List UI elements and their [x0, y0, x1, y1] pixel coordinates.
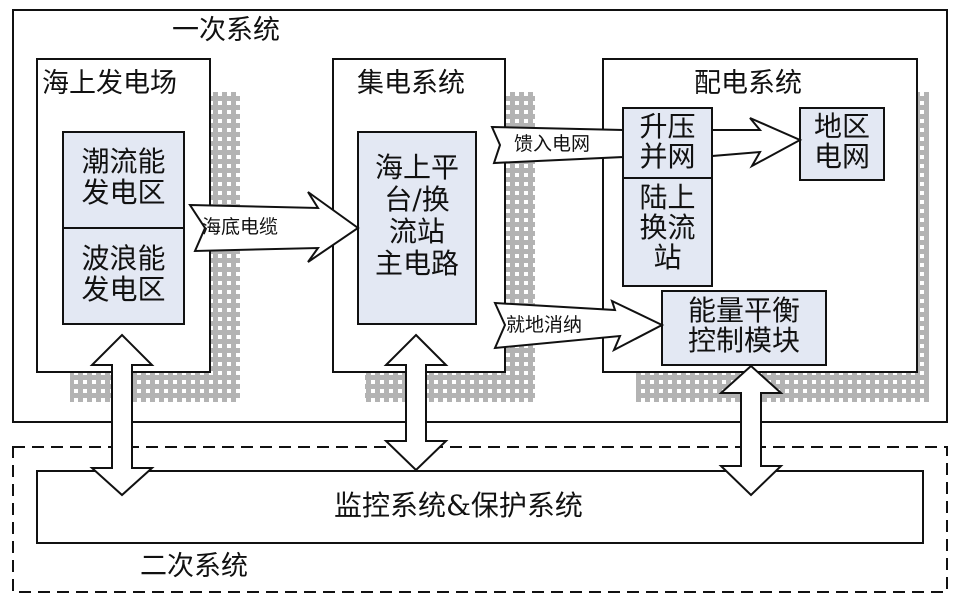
offshore-farm-shadow — [70, 92, 240, 402]
collection-shadow — [365, 92, 535, 402]
local-consumption-label: 就地消纳 — [506, 314, 583, 336]
monitoring-label: 监控系统&保护系统 — [334, 489, 583, 522]
energy-balance-label: 能量平衡 控制模块 — [687, 294, 800, 358]
main-circuit-label: 海上平 台/换 流站 主电路 — [374, 151, 459, 280]
wave-zone-box — [62, 227, 185, 325]
secondary-system-label: 二次系统 — [140, 551, 248, 582]
onshore-converter-label: 陆上 换流 站 — [639, 181, 696, 275]
regional-grid-label: 地区 电网 — [813, 110, 870, 174]
onshore-converter-box — [622, 177, 713, 287]
collection-system-title: 集电系统 — [357, 68, 465, 99]
regional-grid-box — [799, 107, 885, 181]
energy-balance-box — [661, 290, 827, 366]
wave-zone-label: 波浪能 发电区 — [81, 242, 166, 307]
distribution-system-title: 配电系统 — [694, 68, 802, 99]
to-regional-grid-arrow — [711, 117, 803, 169]
step-up-label: 升压 并网 — [639, 110, 696, 174]
energy-monitor-arrow — [718, 364, 784, 497]
farm-monitor-arrow — [89, 333, 155, 497]
monitoring-box — [36, 470, 924, 544]
submarine-cable-arrow — [188, 191, 360, 263]
primary-system-label: 一次系统 — [172, 15, 280, 46]
feed-grid-arrow — [490, 125, 624, 165]
secondary-system-box — [12, 446, 948, 593]
submarine-cable-label: 海底电缆 — [202, 216, 279, 238]
local-consumption-arrow — [493, 299, 665, 353]
offshore-farm-title: 海上发电场 — [42, 68, 177, 99]
feed-grid-label: 馈入电网 — [514, 133, 591, 155]
tidal-zone-label: 潮流能 发电区 — [81, 145, 166, 210]
collection-monitor-arrow — [383, 333, 449, 472]
